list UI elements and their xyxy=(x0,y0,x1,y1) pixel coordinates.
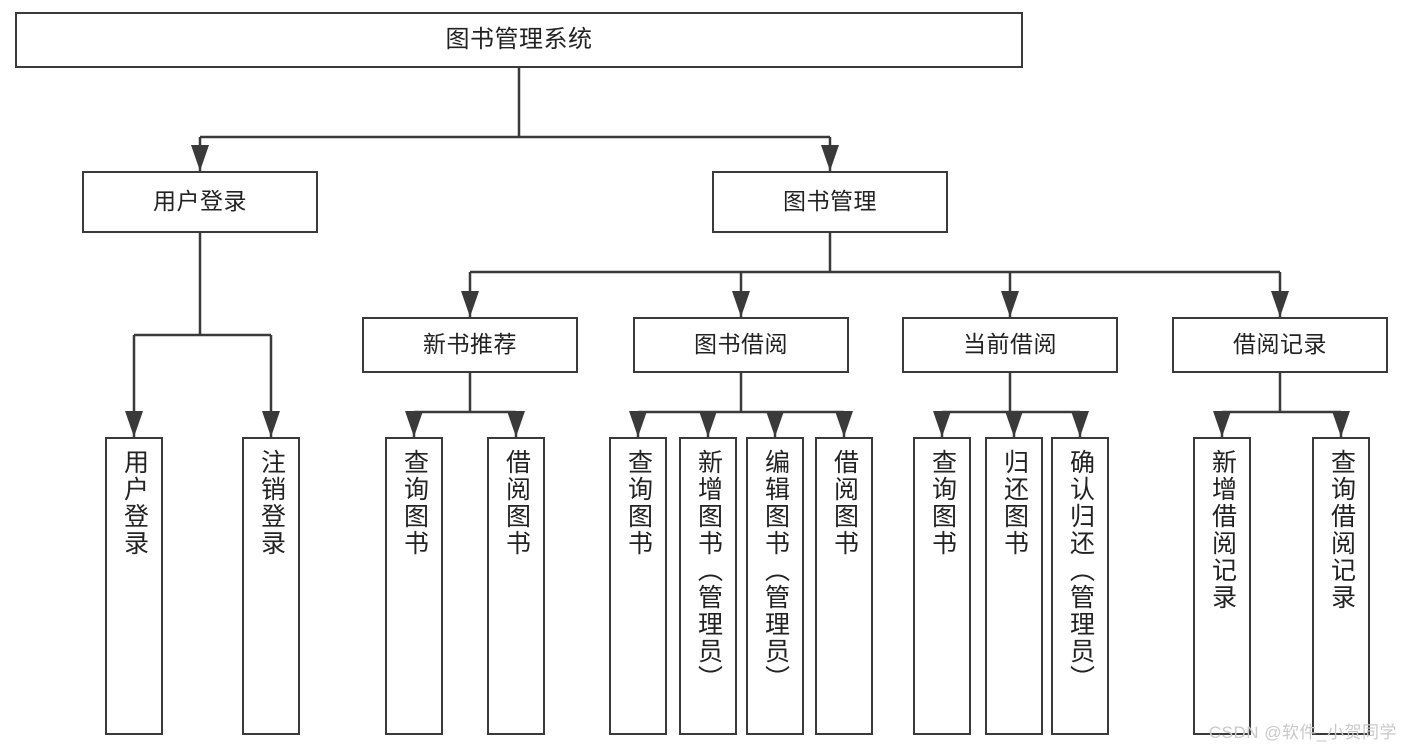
node-label-leaf-cur-return: 归还图书 xyxy=(1000,449,1029,557)
edge-arrowhead xyxy=(1213,411,1231,437)
edge-arrowhead xyxy=(125,411,143,437)
node-leaf-user-logout[interactable]: 注销登录 xyxy=(242,437,300,735)
edge-arrowhead xyxy=(699,411,717,437)
node-label-leaf-borrow-edit: 编辑图书（管理员） xyxy=(761,449,790,692)
watermark: CSDN @软件_小贺同学 xyxy=(1208,723,1397,742)
edge-arrowhead xyxy=(1005,411,1023,437)
node-label-leaf-rec-query: 查询图书 xyxy=(400,449,429,557)
node-label-leaf-rec-query-record: 查询借阅记录 xyxy=(1327,449,1356,611)
edge-arrowhead xyxy=(405,411,423,437)
edge-arrowhead xyxy=(1071,411,1089,437)
node-label-book-manage: 图书管理 xyxy=(783,188,877,215)
node-leaf-borrow-add[interactable]: 新增图书（管理员） xyxy=(679,437,737,735)
edge-arrowhead xyxy=(835,411,853,437)
node-leaf-rec-query[interactable]: 查询图书 xyxy=(385,437,443,735)
node-leaf-borrow-edit[interactable]: 编辑图书（管理员） xyxy=(746,437,804,735)
edge-arrowhead xyxy=(732,291,750,317)
node-book-borrow[interactable]: 图书借阅 xyxy=(633,317,849,373)
node-leaf-rec-borrow[interactable]: 借阅图书 xyxy=(487,437,545,735)
node-leaf-rec-add[interactable]: 新增借阅记录 xyxy=(1193,437,1251,735)
edge-arrowhead xyxy=(629,411,647,437)
node-leaf-borrow-query[interactable]: 查询图书 xyxy=(609,437,667,735)
node-leaf-rec-query-record[interactable]: 查询借阅记录 xyxy=(1312,437,1370,735)
edge-arrowhead xyxy=(191,145,209,171)
node-label-book-borrow: 图书借阅 xyxy=(694,331,788,358)
node-leaf-cur-return[interactable]: 归还图书 xyxy=(985,437,1043,735)
node-user-login[interactable]: 用户登录 xyxy=(82,171,318,233)
node-label-leaf-cur-query: 查询图书 xyxy=(928,449,957,557)
node-label-leaf-user-login: 用户登录 xyxy=(120,449,149,557)
node-label-root: 图书管理系统 xyxy=(445,25,593,53)
node-label-leaf-borrow-add: 新增图书（管理员） xyxy=(694,449,723,692)
edge-arrowhead xyxy=(821,145,839,171)
edge-arrowhead xyxy=(262,411,280,437)
node-leaf-cur-confirm[interactable]: 确认归还（管理员） xyxy=(1051,437,1109,735)
node-label-leaf-cur-confirm: 确认归还（管理员） xyxy=(1066,449,1095,692)
node-label-leaf-user-logout: 注销登录 xyxy=(257,449,286,557)
edge-arrowhead xyxy=(766,411,784,437)
edge-arrowhead xyxy=(933,411,951,437)
node-root[interactable]: 图书管理系统 xyxy=(15,12,1023,68)
node-label-borrow-record: 借阅记录 xyxy=(1233,331,1327,358)
node-new-book-rec[interactable]: 新书推荐 xyxy=(362,317,578,373)
node-label-leaf-rec-add: 新增借阅记录 xyxy=(1208,449,1237,611)
node-label-current-borrow: 当前借阅 xyxy=(963,331,1057,358)
node-borrow-record[interactable]: 借阅记录 xyxy=(1172,317,1388,373)
edge-arrowhead xyxy=(507,411,525,437)
node-leaf-user-login[interactable]: 用户登录 xyxy=(105,437,163,735)
node-leaf-borrow-lend[interactable]: 借阅图书 xyxy=(815,437,873,735)
node-label-leaf-borrow-lend: 借阅图书 xyxy=(830,449,859,557)
edge-arrowhead xyxy=(1271,291,1289,317)
node-current-borrow[interactable]: 当前借阅 xyxy=(902,317,1118,373)
edge-arrowhead xyxy=(1001,291,1019,317)
edge-arrowhead xyxy=(461,291,479,317)
node-label-user-login: 用户登录 xyxy=(153,188,247,215)
node-book-manage[interactable]: 图书管理 xyxy=(712,171,948,233)
node-label-new-book-rec: 新书推荐 xyxy=(423,331,517,358)
edge-arrowhead xyxy=(1332,411,1350,437)
node-label-leaf-borrow-query: 查询图书 xyxy=(624,449,653,557)
node-leaf-cur-query[interactable]: 查询图书 xyxy=(913,437,971,735)
node-label-leaf-rec-borrow: 借阅图书 xyxy=(502,449,531,557)
